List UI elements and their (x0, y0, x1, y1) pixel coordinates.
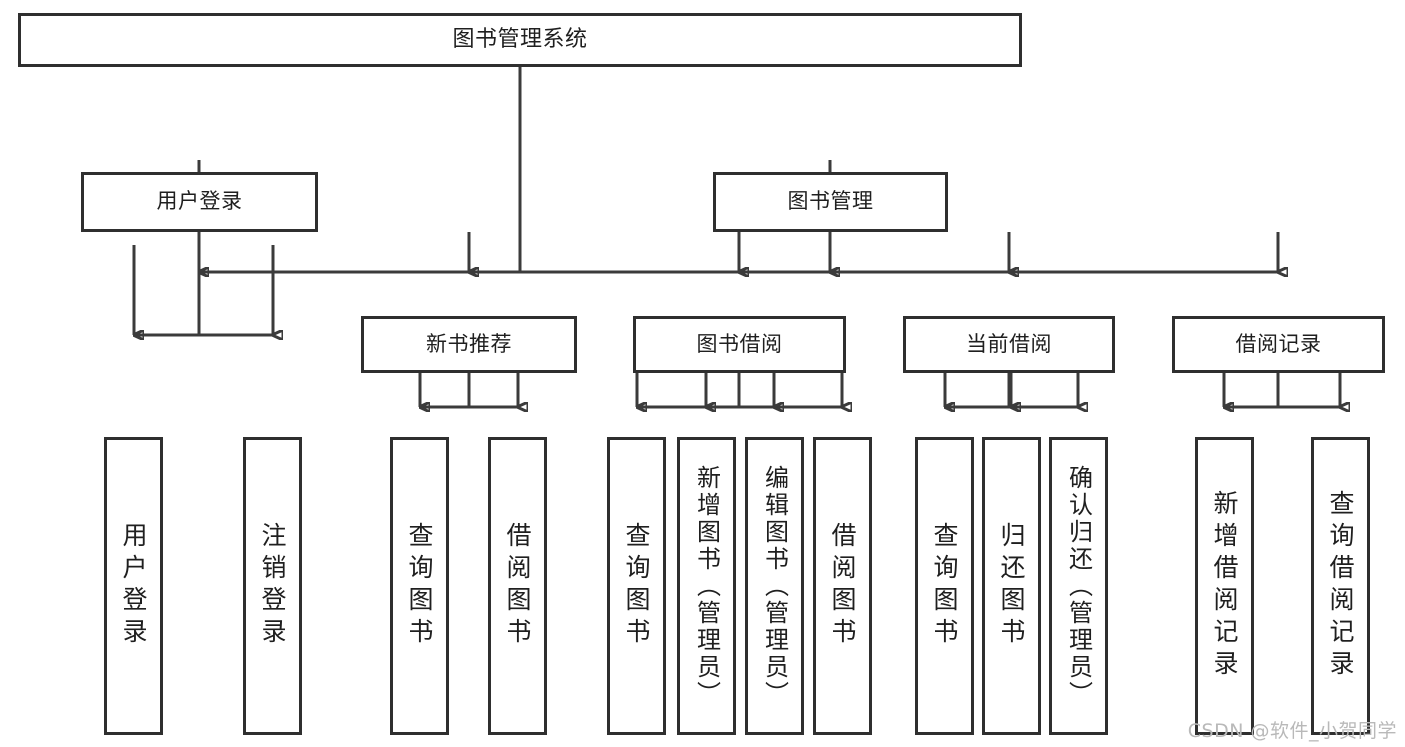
node-label: 查询图书 (622, 522, 651, 650)
node-book-borrow[interactable]: 图书借阅 (633, 316, 846, 373)
node-label: 当前借阅 (966, 331, 1052, 356)
node-label: 用户登录 (156, 189, 243, 214)
leaf-add-borrow-record[interactable]: 新增借阅记录 (1195, 437, 1254, 735)
leaf-query-borrow-record[interactable]: 查询借阅记录 (1311, 437, 1370, 735)
node-label: 新书推荐 (426, 331, 512, 356)
leaf-edit-book-admin[interactable]: 编辑图书（管理员） (745, 437, 804, 735)
node-label: 新增借阅记录 (1210, 490, 1239, 682)
node-label: 图书管理 (787, 189, 874, 214)
node-label: 查询图书 (405, 522, 434, 650)
node-label: 新增图书（管理员） (692, 464, 721, 708)
node-label: 归还图书 (997, 522, 1026, 650)
node-label: 查询图书 (930, 522, 959, 650)
leaf-logout-login[interactable]: 注销登录 (243, 437, 302, 735)
node-label: 图书管理系统 (452, 26, 588, 52)
node-label: 编辑图书（管理员） (760, 464, 789, 708)
node-label: 图书借阅 (696, 331, 783, 356)
node-book-management[interactable]: 图书管理 (713, 172, 948, 232)
leaf-query-book-recommend[interactable]: 查询图书 (390, 437, 449, 735)
node-label: 借阅图书 (828, 522, 857, 650)
leaf-user-login[interactable]: 用户登录 (104, 437, 163, 735)
node-new-book-recommend[interactable]: 新书推荐 (361, 316, 577, 373)
node-label: 注销登录 (258, 522, 287, 650)
leaf-borrow-book-recommend[interactable]: 借阅图书 (488, 437, 547, 735)
node-label: 查询借阅记录 (1326, 490, 1355, 682)
leaf-add-book-admin[interactable]: 新增图书（管理员） (677, 437, 736, 735)
leaf-return-book[interactable]: 归还图书 (982, 437, 1041, 735)
leaf-query-book-borrow[interactable]: 查询图书 (607, 437, 666, 735)
node-label: 确认归还（管理员） (1064, 464, 1093, 708)
leaf-query-book-current[interactable]: 查询图书 (915, 437, 974, 735)
node-label: 用户登录 (119, 522, 148, 650)
node-borrow-record[interactable]: 借阅记录 (1172, 316, 1385, 373)
csdn-watermark: CSDN @软件_小贺同学 (1187, 720, 1397, 742)
leaf-confirm-return-admin[interactable]: 确认归还（管理员） (1049, 437, 1108, 735)
node-current-borrow[interactable]: 当前借阅 (903, 316, 1115, 373)
leaf-borrow-book[interactable]: 借阅图书 (813, 437, 872, 735)
node-user-login[interactable]: 用户登录 (81, 172, 318, 232)
node-label: 借阅记录 (1235, 331, 1322, 356)
node-label: 借阅图书 (503, 522, 532, 650)
node-root-book-management-system[interactable]: 图书管理系统 (18, 13, 1022, 67)
